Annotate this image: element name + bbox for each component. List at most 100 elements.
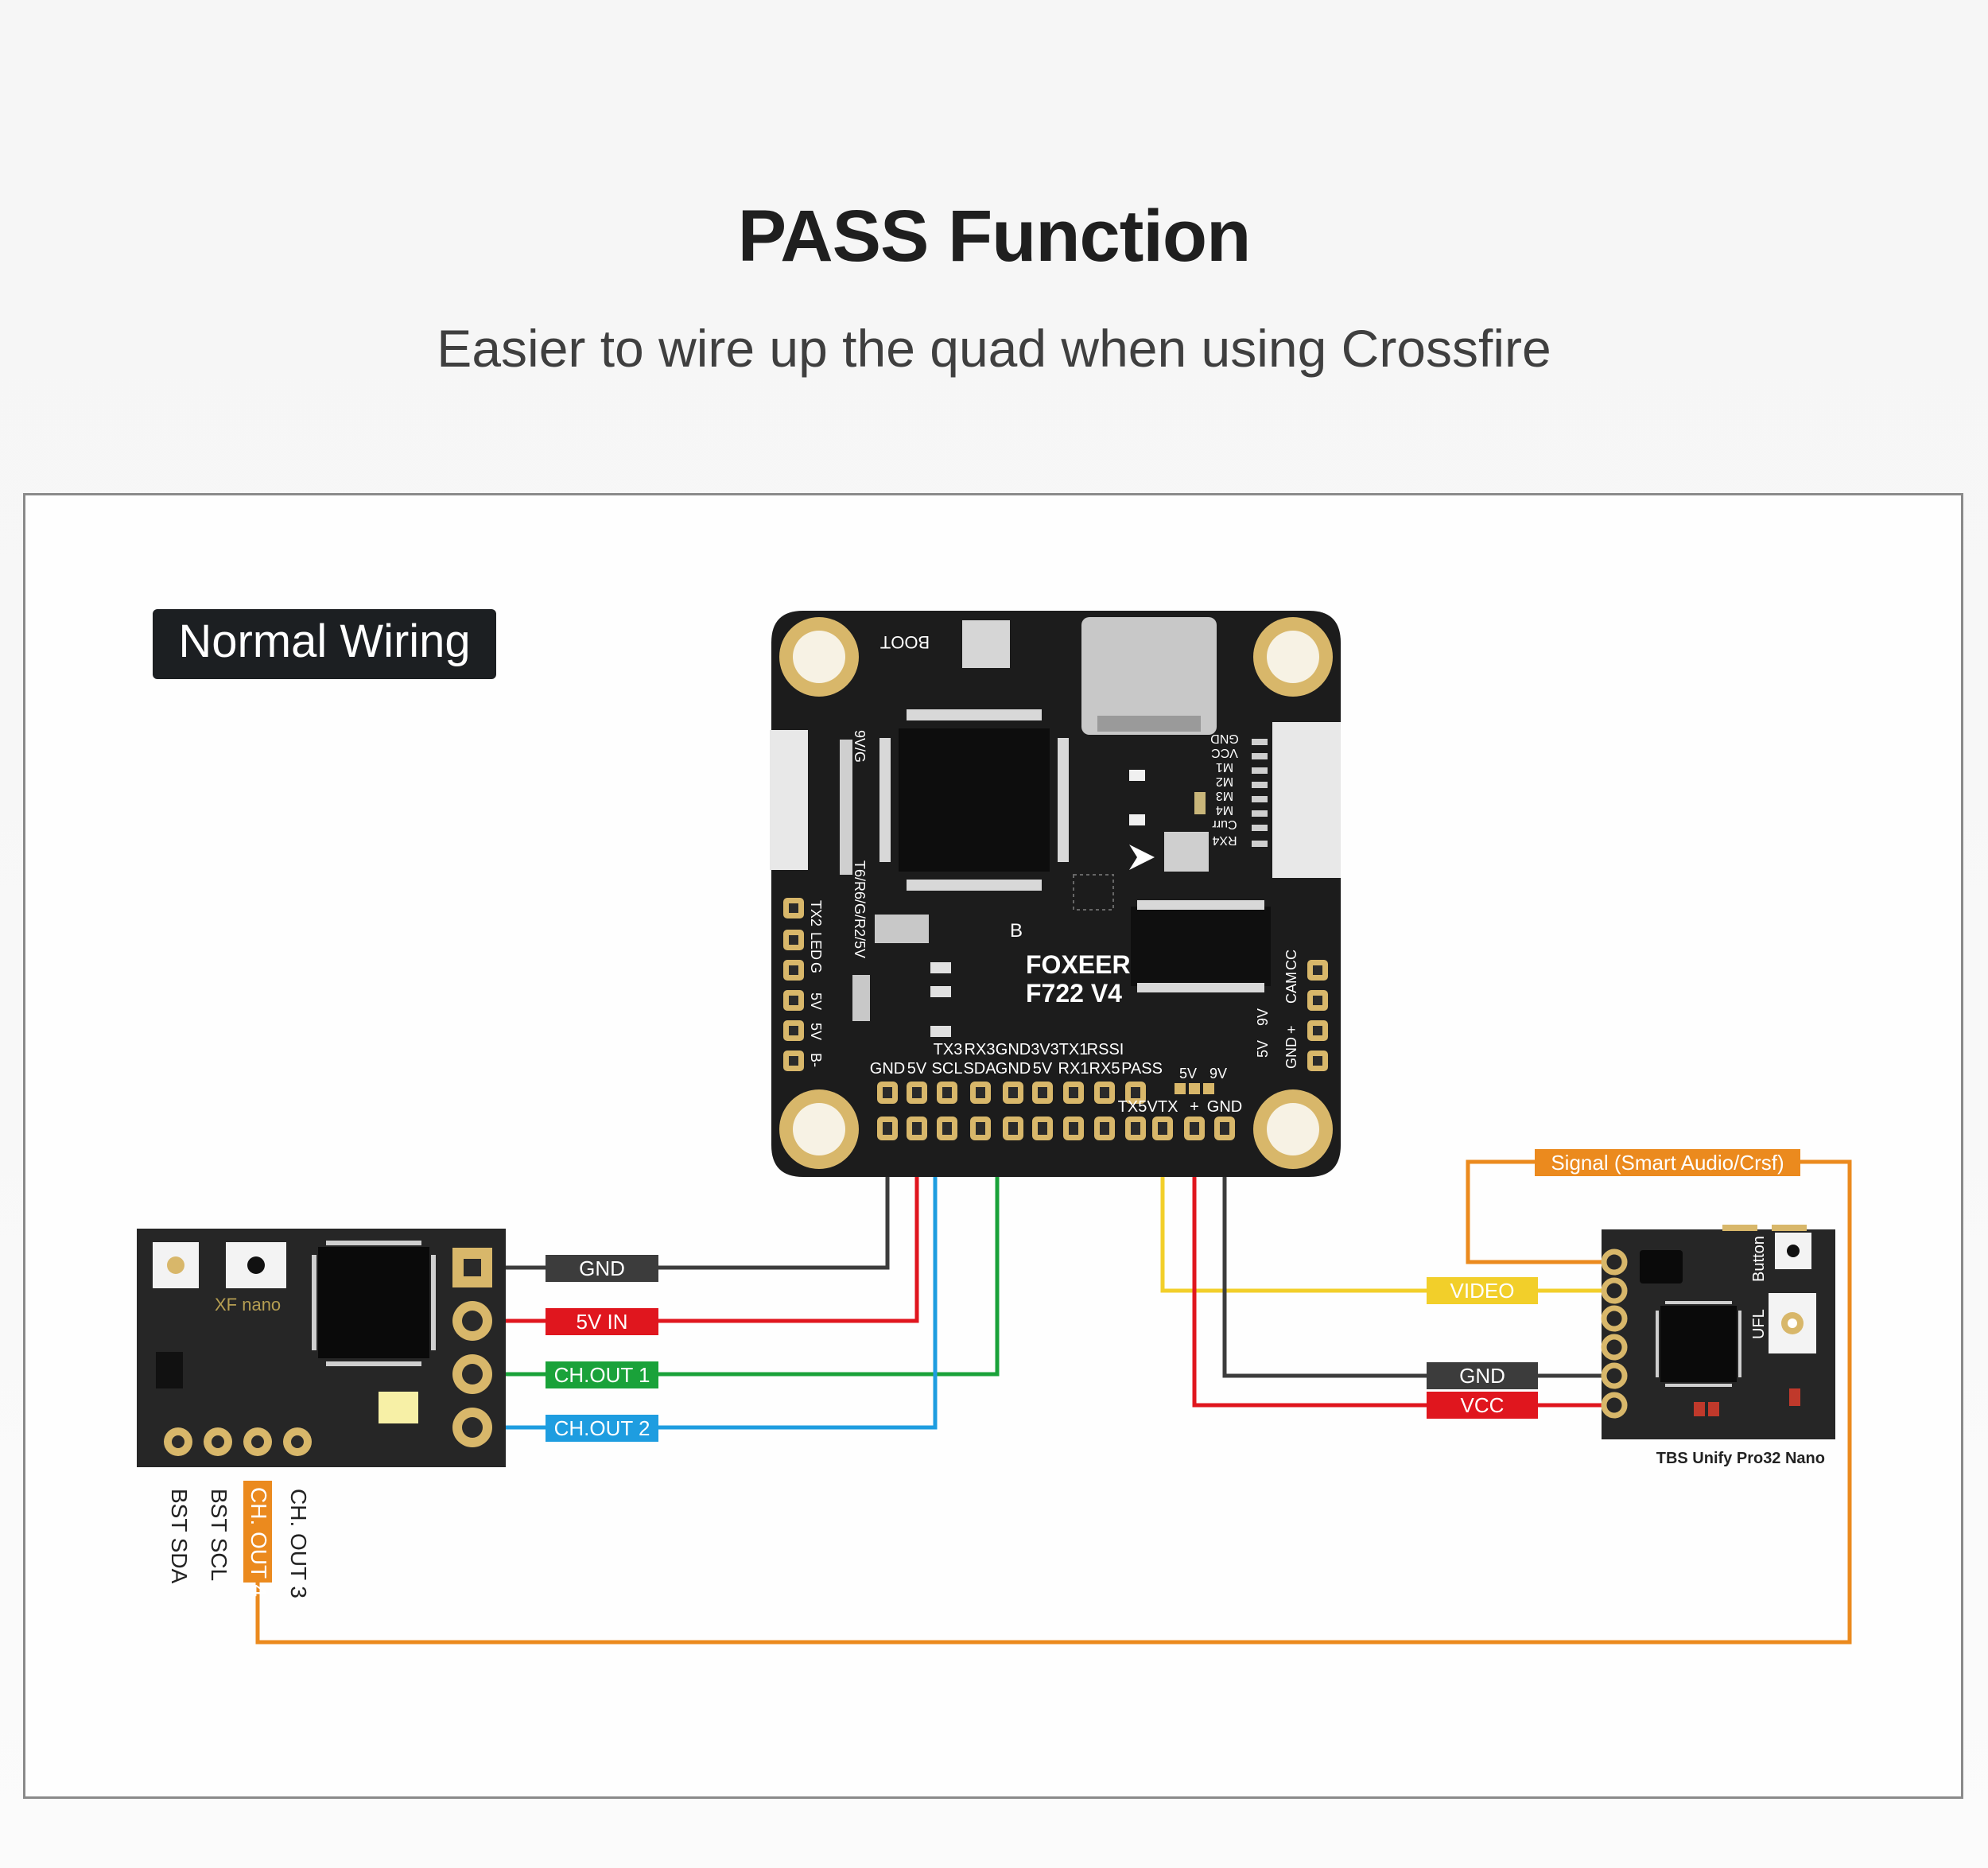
pad-label-mid: RX5	[1089, 1060, 1120, 1078]
vtx-tbs-unify: Button UFL TBS Unify Pro32 Nano	[1601, 1225, 1835, 1467]
wire-label-signal: Signal (Smart Audio/Crsf)	[1535, 1149, 1800, 1176]
pad-label-top: RSSI	[1087, 1041, 1124, 1058]
bottom-pads	[877, 1082, 1235, 1140]
pin-label-bst-sda: BST SDA	[167, 1489, 192, 1584]
jst-connector-right	[1272, 722, 1341, 878]
b-label: B	[1010, 920, 1023, 942]
wire-label-vcc-text: VCC	[1461, 1393, 1505, 1417]
wire-label-ch-out-2: CH.OUT 2	[546, 1415, 658, 1442]
pin-label-ch-out-4: CH. OUT 4	[247, 1487, 271, 1597]
left-pad-label: G	[808, 962, 824, 973]
fc-model: F722 V4	[1026, 979, 1122, 1008]
osd-chip	[1131, 907, 1271, 986]
wire-label-vcc: VCC	[1427, 1392, 1538, 1419]
right-pad-label: CC	[1283, 950, 1299, 970]
usb-c-connector	[1081, 617, 1217, 735]
vtx-ufl-label: UFL	[1750, 1309, 1768, 1339]
pad-label-bottom: GND	[1207, 1098, 1242, 1116]
pad-label-bottom: TX5	[1118, 1098, 1147, 1116]
receiver-xf-nano: XF nano	[137, 1229, 506, 1598]
pad-label-top: 3V3	[1031, 1041, 1059, 1058]
wire-label-video-text: VIDEO	[1450, 1279, 1515, 1303]
left-pad-label: 5V	[808, 992, 824, 1010]
pad-label-mid: GND	[870, 1060, 905, 1078]
pad-label-mid: PASS	[1121, 1060, 1163, 1078]
pin-label-bst-scl: BST SCL	[207, 1489, 231, 1581]
wire-label-ch-out-2-text: CH.OUT 2	[554, 1416, 650, 1440]
page-title: PASS Function	[737, 196, 1252, 277]
left-pad-label: B-	[808, 1053, 824, 1067]
pin-label-ch-out-4-bg	[243, 1481, 272, 1583]
vtx-chip	[1660, 1306, 1737, 1382]
side-right-label: M2	[1216, 775, 1233, 788]
flight-controller: BOOT	[770, 611, 1341, 1177]
wire-label-ch-out-1: CH.OUT 1	[546, 1361, 658, 1388]
wire-signal-top	[255, 1159, 1852, 1645]
pad-label-mid: RX1	[1058, 1060, 1089, 1078]
vtx-name: TBS Unify Pro32 Nano	[1656, 1450, 1825, 1467]
wire-label-5v-in-text: 5V IN	[576, 1310, 627, 1334]
left-pad-label: TX2	[808, 900, 824, 926]
wire-label-gnd-right: GND	[1427, 1362, 1538, 1389]
wire-ch-out-1	[493, 1093, 1000, 1377]
side-right-label: VCC	[1211, 746, 1238, 759]
side-right-label: M4	[1216, 803, 1233, 817]
right-pad-label: 5V	[1255, 1040, 1271, 1058]
right-pad-label: GND	[1283, 1037, 1299, 1069]
right-pad-label: +	[1283, 1025, 1299, 1034]
wire-label-signal-text: Signal (Smart Audio/Crsf)	[1551, 1151, 1784, 1175]
pad-label-mid: 5V	[907, 1060, 927, 1078]
right-pad-label: CAM	[1283, 972, 1299, 1004]
wire-label-ch-out-1-text: CH.OUT 1	[554, 1363, 650, 1387]
receiver-name: XF nano	[215, 1295, 281, 1315]
side-left-label-1: 9V/G	[852, 730, 868, 763]
pad-label-vtx: 5V	[1179, 1066, 1197, 1082]
wire-label-video: VIDEO	[1427, 1277, 1538, 1304]
receiver-pads	[452, 1248, 492, 1447]
pad-label-top: RX3	[965, 1041, 996, 1058]
wire-labels: GND 5V IN CH.OUT 1 CH.OUT 2 Signal (Smart Au…	[546, 1149, 1800, 1442]
pad-label-vtx: 9V	[1209, 1066, 1227, 1082]
pad-label-top: TX3	[934, 1041, 963, 1058]
pad-label-mid: SCL	[932, 1060, 963, 1078]
wire-label-5v-in: 5V IN	[546, 1308, 658, 1335]
mcu-pins	[879, 709, 1069, 891]
right-pads: CC CAM + GND 5V 9V	[1255, 950, 1328, 1071]
side-right-label: Curr	[1212, 817, 1237, 831]
pad-label-mid: SDA	[963, 1060, 996, 1078]
right-pad-label: 9V	[1255, 1008, 1271, 1026]
vtx-pads	[1601, 1249, 1628, 1419]
left-pad-label: LED	[808, 932, 824, 960]
wire-label-gnd-left: GND	[546, 1255, 658, 1282]
side-right-label: M3	[1216, 789, 1233, 802]
pad-label-mid: 5V	[1033, 1060, 1053, 1078]
page-subtitle: Easier to wire up the quad when using Cr…	[437, 319, 1551, 378]
receiver-chip	[318, 1247, 429, 1358]
wire-label-gnd-left-text: GND	[579, 1256, 625, 1280]
boot-label: BOOT	[880, 632, 930, 652]
side-right-label: M1	[1216, 760, 1233, 774]
boot-button	[962, 620, 1010, 668]
jst-connector-left	[770, 730, 808, 870]
pad-label-mid: GND	[996, 1060, 1031, 1078]
pin-label-ch-out-3: CH. OUT 3	[286, 1489, 311, 1598]
pad-label-bottom: VTX	[1147, 1098, 1178, 1116]
mcu-chip	[899, 728, 1050, 872]
left-pad-label: 5V	[808, 1023, 824, 1040]
vtx-button-label: Button	[1750, 1236, 1768, 1282]
badge-label: Normal Wiring	[178, 616, 470, 667]
side-right-label: GND	[1210, 732, 1239, 745]
mounting-holes	[779, 617, 1333, 1169]
wire-label-gnd-right-text: GND	[1459, 1364, 1505, 1388]
fc-brand: FOXEER	[1026, 950, 1131, 979]
pad-label-top: GND	[996, 1041, 1031, 1058]
side-left-label-2: T6/R6/G/R2/5V	[852, 860, 868, 958]
pad-label-top: TX1	[1059, 1041, 1089, 1058]
side-right-label: RX4	[1212, 833, 1237, 847]
pad-label-bottom: +	[1190, 1098, 1199, 1116]
